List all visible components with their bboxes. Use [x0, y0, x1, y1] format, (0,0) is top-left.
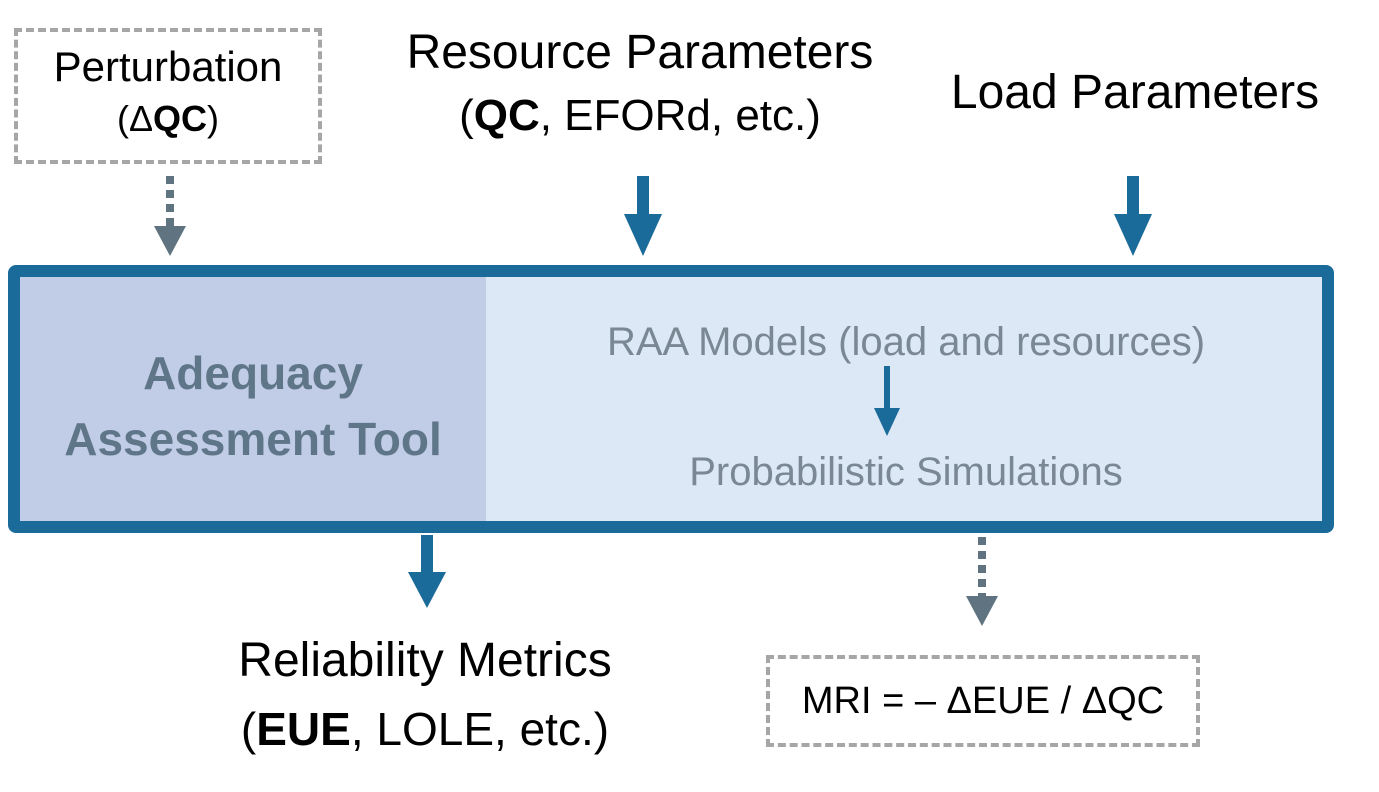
- reliability-metrics-subtitle: (EUE, LOLE, etc.): [180, 700, 670, 758]
- probabilistic-simulations-label: Probabilistic Simulations: [689, 450, 1123, 494]
- resource-qc: QC: [473, 91, 540, 140]
- models-to-simulations-arrow: [874, 366, 900, 436]
- reliability-arrow: [408, 535, 446, 608]
- perturbation-subtitle: (ΔQC): [14, 96, 322, 142]
- perturbation-qc: QC: [153, 98, 208, 139]
- load-arrow: [1114, 176, 1152, 256]
- perturbation-arrow: [154, 176, 186, 256]
- perturbation-delta: Δ: [128, 98, 154, 139]
- raa-models-label: RAA Models (load and resources): [606, 320, 1206, 364]
- resource-open: (: [459, 91, 474, 140]
- perturbation-box: [14, 28, 322, 164]
- mri-box: [766, 655, 1200, 747]
- mri-arrow: [966, 537, 998, 626]
- perturbation-close: ): [207, 98, 220, 139]
- perturbation-title: Perturbation: [53, 43, 283, 90]
- reliability-metrics-title: Reliability Metrics: [238, 634, 612, 687]
- adequacy-assessment-tool-box: Adequacy Assessment Tool RAA Models (loa…: [8, 265, 1334, 533]
- perturbation-open: (: [116, 98, 129, 139]
- resource-parameters-subtitle: (QC, EFORd, etc.): [360, 88, 920, 144]
- mri-formula: MRI = – ΔEUE / ΔQC: [801, 680, 1165, 722]
- resource-arrow: [624, 176, 662, 256]
- reliability-eue: EUE: [256, 703, 351, 755]
- reliability-open: (: [240, 703, 257, 755]
- tool-name-panel: [20, 277, 486, 521]
- tool-name-line1: Adequacy: [143, 347, 363, 399]
- reliability-rest: , LOLE, etc.): [350, 703, 610, 755]
- resource-rest: , EFORd, etc.): [539, 91, 821, 140]
- load-parameters-title: Load Parameters: [950, 66, 1320, 119]
- tool-name-line2: Assessment Tool: [64, 413, 442, 465]
- resource-parameters-title: Resource Parameters: [406, 26, 874, 79]
